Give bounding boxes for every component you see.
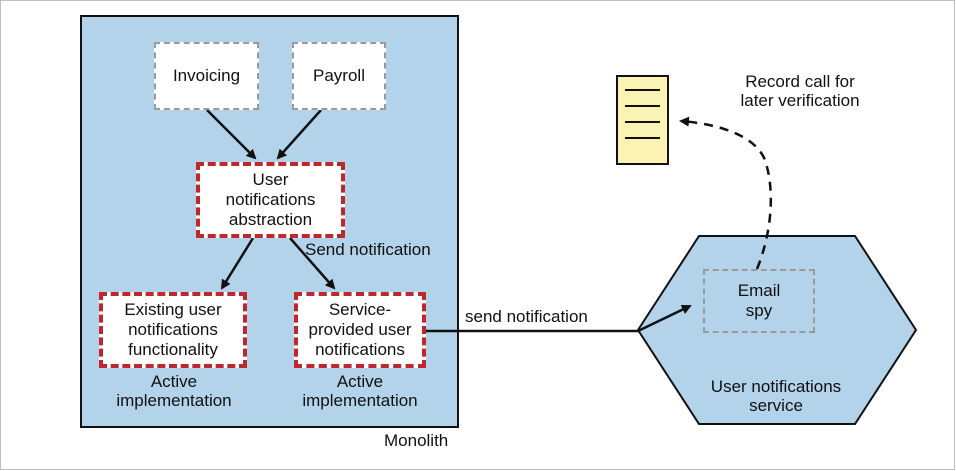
arrow-payroll-to-abstraction [276,109,322,160]
arrow-abstraction-to-existing [220,237,255,290]
record-log-line [625,105,660,107]
invoicing-box: Invoicing [154,42,259,110]
arrow-record-call [679,116,773,270]
record-log-line [625,121,660,123]
arrow-invoicing-to-abstraction [206,109,257,160]
record-log-line [625,137,660,139]
monolith-label: Monolith [384,431,449,450]
email-spy-box: Email spy [703,269,815,333]
payroll-box: Payroll [292,42,386,110]
send-notification-upper-label: Send notification [305,240,431,259]
send-notification-lower-label: send notification [465,307,588,326]
abstraction-box: User notifications abstraction [196,162,345,238]
active-implementation-left-label: Active implementation [116,372,232,410]
record-log-line [625,89,660,91]
record-call-label: Record call for later verification [740,72,860,110]
service-hexagon [636,235,918,425]
user-notifications-service-label: User notifications service [710,377,842,415]
arrow-send-notification-to-email-spy [426,304,692,333]
record-log-icon [616,75,669,165]
service-provided-box: Service- provided user notifications [294,292,426,368]
existing-functionality-box: Existing user notifications functionalit… [99,292,247,368]
arrow-abstraction-to-service-provided [289,237,336,290]
active-implementation-right-label: Active implementation [302,372,418,410]
